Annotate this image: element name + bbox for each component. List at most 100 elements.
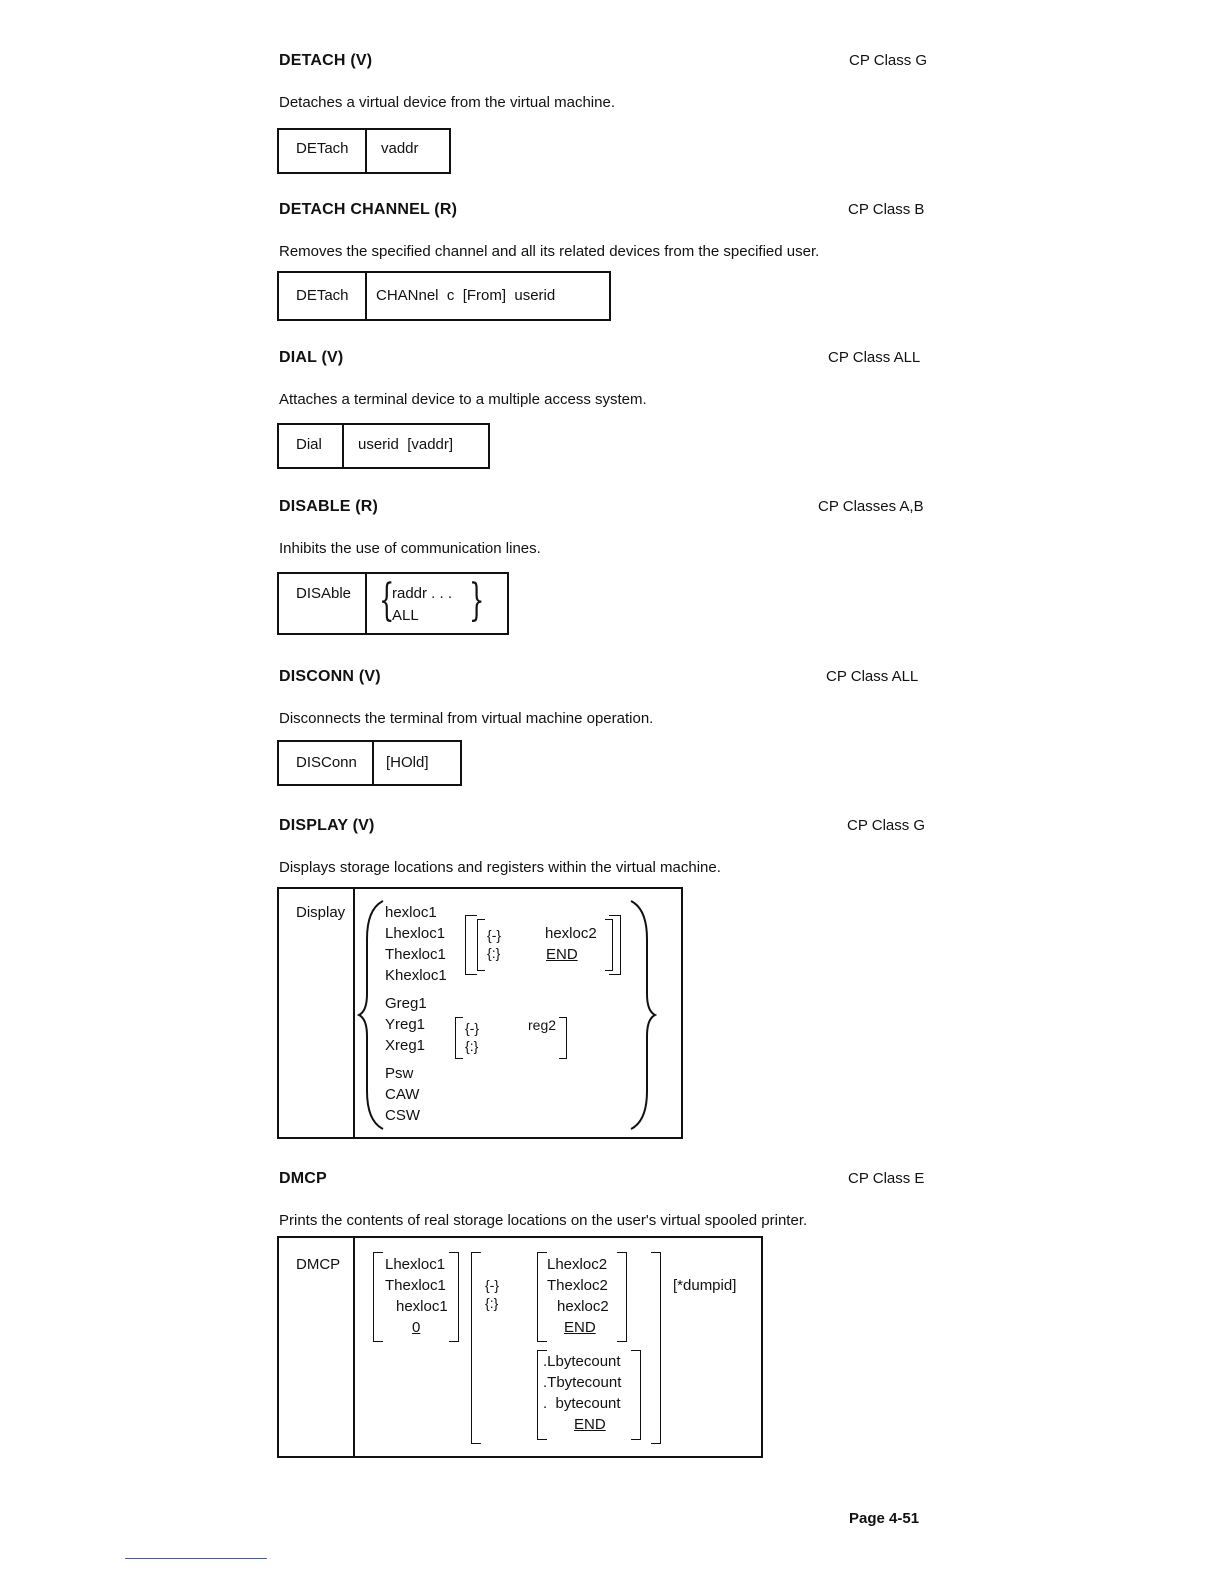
page-number: Page 4-51 xyxy=(849,1510,920,1527)
end-default: END xyxy=(564,1319,596,1336)
section-class-detach: CP Class G xyxy=(849,52,928,69)
divider xyxy=(372,742,374,784)
loc-item: Lhexloc1 xyxy=(385,925,446,942)
loc-item: Thexloc1 xyxy=(385,946,446,963)
syntax-box-detach-channel: DETach CHANnel c [From] userid xyxy=(277,271,611,321)
syntax-box-disconn: DISConn [HOld] xyxy=(277,740,462,786)
section-desc-disable: Inhibits the use of communication lines. xyxy=(279,540,541,557)
dumpid-option: [*dumpid] xyxy=(673,1277,737,1294)
end-bracket-right xyxy=(617,1252,627,1342)
start-item: Thexloc1 xyxy=(385,1277,446,1294)
reg-end: reg2 xyxy=(528,1017,557,1033)
separator-colon: {:} xyxy=(487,945,501,961)
reg-item: Greg1 xyxy=(385,995,427,1012)
command-name: DISConn xyxy=(296,754,357,771)
reg-item: Yreg1 xyxy=(385,1016,426,1033)
end-bracket-left xyxy=(537,1252,547,1342)
loc-item: Khexloc1 xyxy=(385,967,447,984)
reg-separator-colon: {:} xyxy=(465,1038,479,1054)
start-bracket-right xyxy=(449,1252,459,1342)
command-name: DISAble xyxy=(296,585,352,602)
start-item: Lhexloc1 xyxy=(385,1256,446,1273)
syntax-box-display: Display hexloc1 Lhexloc1 Thexloc1 Khexlo… xyxy=(277,887,683,1139)
syntax-box-disable: DISAble { raddr . . . ALL } xyxy=(277,572,509,635)
end-item: Thexloc2 xyxy=(547,1277,608,1294)
section-class-disconn: CP Class ALL xyxy=(826,668,919,685)
misc-item: Psw xyxy=(385,1065,414,1082)
outer-left-brace xyxy=(357,900,384,1130)
reg-bracket-right xyxy=(559,1017,567,1059)
reg-separator-dash: {-} xyxy=(465,1020,480,1036)
left-brace: { xyxy=(379,575,395,626)
section-class-dial: CP Class ALL xyxy=(828,349,921,366)
divider xyxy=(353,889,355,1137)
section-desc-dial: Attaches a terminal device to a multiple… xyxy=(279,391,647,408)
optional-bracket-left xyxy=(465,915,477,975)
section-desc-dmcp: Prints the contents of real storage loca… xyxy=(279,1212,808,1229)
command-name: DMCP xyxy=(296,1256,341,1273)
range-bracket-left xyxy=(471,1252,481,1444)
command-name: DETach xyxy=(296,140,349,157)
misc-item: CAW xyxy=(385,1086,420,1103)
syntax-box-dmcp: DMCP Lhexloc1 Thexloc1 hexloc1 0 {-} {:}… xyxy=(277,1236,763,1458)
section-title-detach: DETACH (V) xyxy=(279,52,373,69)
section-desc-display: Displays storage locations and registers… xyxy=(279,859,721,876)
section-title-disable: DISABLE (R) xyxy=(279,498,379,515)
divider xyxy=(365,273,367,319)
end-item: hexloc2 xyxy=(557,1298,609,1315)
command-name: DETach xyxy=(296,287,349,304)
section-class-detach-channel: CP Class B xyxy=(848,201,925,218)
footer-rule xyxy=(125,1558,267,1559)
section-desc-disconn: Disconnects the terminal from virtual ma… xyxy=(279,710,654,727)
section-desc-detach-channel: Removes the specified channel and all it… xyxy=(279,243,820,260)
end-hexloc2: hexloc2 xyxy=(545,925,597,942)
command-name: Dial xyxy=(296,436,322,453)
count-item: .Tbytecount xyxy=(543,1374,622,1391)
count-default: END xyxy=(574,1416,606,1433)
outer-right-brace xyxy=(630,900,657,1130)
section-desc-detach: Detaches a virtual device from the virtu… xyxy=(279,94,615,111)
count-bracket-right xyxy=(631,1350,641,1440)
start-bracket-left xyxy=(373,1252,383,1342)
start-default: 0 xyxy=(412,1319,421,1336)
loc-item: hexloc1 xyxy=(385,904,437,921)
divider xyxy=(353,1238,355,1456)
right-brace: } xyxy=(469,575,485,626)
syntax-box-detach: DETach vaddr xyxy=(277,128,451,174)
range-bracket-right xyxy=(651,1252,661,1444)
section-title-disconn: DISCONN (V) xyxy=(279,668,381,685)
section-title-display: DISPLAY (V) xyxy=(279,817,375,834)
operand-raddr: raddr . . . xyxy=(392,585,453,602)
command-operands: vaddr xyxy=(381,140,419,157)
separator-colon: {:} xyxy=(485,1295,499,1311)
separator-dash: {-} xyxy=(487,927,502,943)
reg-item: Xreg1 xyxy=(385,1037,426,1054)
section-class-dmcp: CP Class E xyxy=(848,1170,925,1187)
section-title-dmcp: DMCP xyxy=(279,1170,327,1187)
divider xyxy=(365,130,367,172)
optional-bracket-right xyxy=(609,915,621,975)
count-item: . bytecount xyxy=(543,1395,621,1412)
misc-item: CSW xyxy=(385,1107,420,1124)
end-default: END xyxy=(546,946,578,963)
operand-all: ALL xyxy=(392,607,419,624)
section-title-dial: DIAL (V) xyxy=(279,349,344,366)
section-class-disable: CP Classes A,B xyxy=(818,498,924,515)
syntax-box-dial: Dial userid [vaddr] xyxy=(277,423,490,469)
command-operands: [HOld] xyxy=(386,754,429,771)
section-class-display: CP Class G xyxy=(847,817,926,834)
count-bracket-left xyxy=(537,1350,547,1440)
count-item: .Lbytecount xyxy=(543,1353,621,1370)
section-title-detach-channel: DETACH CHANNEL (R) xyxy=(279,201,458,218)
inner-bracket-right xyxy=(605,919,613,971)
divider xyxy=(342,425,344,467)
command-operands: CHANnel c [From] userid xyxy=(376,287,556,304)
end-item: Lhexloc2 xyxy=(547,1256,608,1273)
separator-dash: {-} xyxy=(485,1277,500,1293)
inner-bracket-left xyxy=(477,919,485,971)
start-item: hexloc1 xyxy=(396,1298,448,1315)
command-operands: userid [vaddr] xyxy=(358,436,454,453)
divider xyxy=(365,574,367,633)
reg-bracket-left xyxy=(455,1017,463,1059)
command-name: Display xyxy=(296,904,346,921)
